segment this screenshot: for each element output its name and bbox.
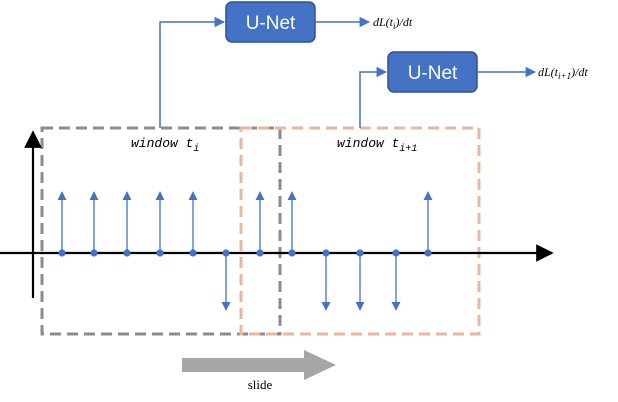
connector-window-ti1-to-unet [359,66,388,128]
spike-dot-8 [288,249,296,257]
spike-dot-10 [356,249,364,257]
spike-dot-11 [392,249,400,257]
spike-dot-6 [222,249,230,257]
spike-dot-9 [322,249,330,257]
window-ti-box [40,126,282,336]
spike-dot-7 [256,249,264,257]
unet-label-2: U-Net [408,63,458,84]
slide-arrow [182,350,336,380]
spike-dot-5 [189,249,197,257]
unet-box-1: U-Net [225,1,316,43]
spike-dot-3 [123,249,131,257]
unet-1-output-label: dL(ti)/dt [373,15,413,31]
unet-label-1: U-Net [246,13,296,34]
spike-dot-1 [58,249,66,257]
spike-dot-2 [90,249,98,257]
unet-box-2: U-Net [387,51,478,93]
spike-dot-12 [424,249,432,257]
slide-label: slide [248,377,273,392]
unet-2-output-label: dL(ti+1)/dt [538,65,588,81]
window-ti-label: window ti [131,136,199,155]
connector-window-ti-to-unet [159,16,226,128]
window-ti1-label: window ti+1 [337,136,417,155]
spike-dot-4 [156,249,164,257]
signal-spikes [57,191,433,311]
